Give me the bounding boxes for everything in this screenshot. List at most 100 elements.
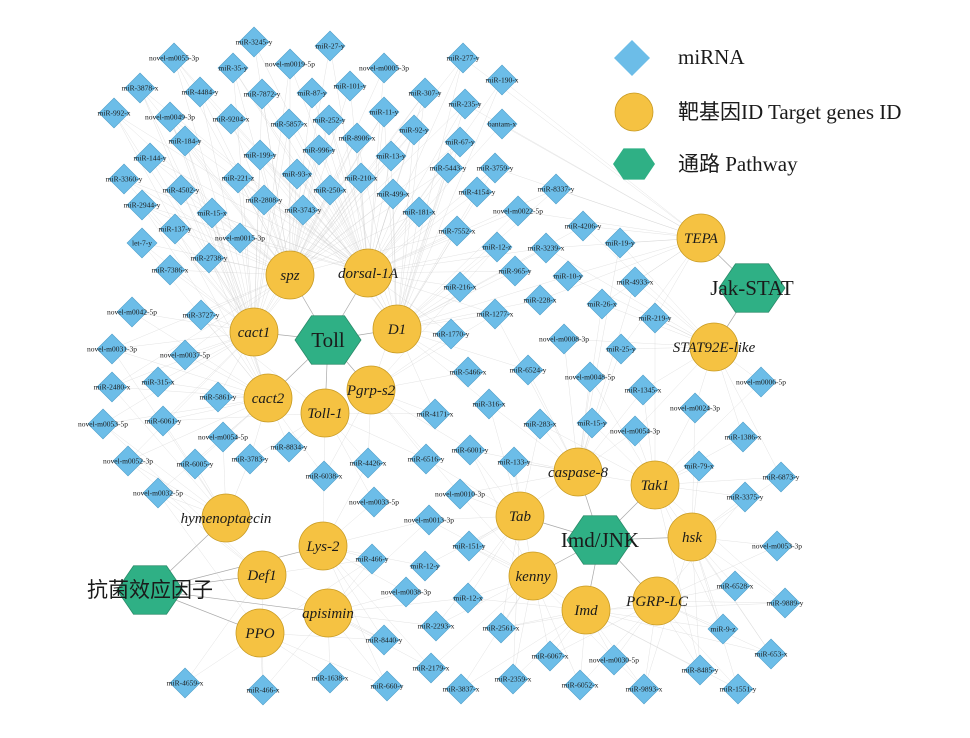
gene-node: hsk	[667, 512, 717, 562]
mirna-gene-edge	[211, 212, 369, 274]
mirna-label: miR-133-y	[498, 458, 531, 467]
mirna-gene-edge	[102, 331, 255, 425]
mirna-node: miR-3245-y	[236, 26, 273, 58]
mirna-node: miR-8485-y	[682, 654, 719, 686]
legend-hexagon-icon	[613, 148, 655, 180]
gene-circle-icon	[495, 491, 545, 541]
mirna-label: novel-m0006-5p	[736, 378, 786, 387]
mirna-node: miR-181-x	[403, 196, 436, 228]
mirna-node: miR-6528-x	[717, 570, 754, 602]
mirna-label: miR-1638-x	[312, 674, 349, 683]
pathway-node: Toll	[294, 315, 362, 365]
mirna-node: miR-1345-x	[625, 374, 662, 406]
mirna-gene-edge	[370, 167, 449, 391]
mirna-label: miR-4484-y	[182, 88, 219, 97]
mirna-diamond-icon	[345, 162, 377, 194]
mirna-node: miR-5443-y	[430, 152, 467, 184]
mirna-diamond-icon	[147, 405, 179, 437]
mirna-label: miR-1770-y	[433, 330, 470, 339]
mirna-node: novel-m0013-3p	[404, 504, 454, 536]
mirna-node: miR-12-x	[452, 582, 484, 614]
mirna-diamond-icon	[296, 77, 328, 109]
mirna-diamond-icon	[435, 318, 467, 350]
mirna-gene-edge	[184, 140, 255, 333]
mirna-gene-edge	[253, 123, 290, 333]
mirna-label: miR-5861-y	[200, 393, 237, 402]
gene-node: cact2	[243, 373, 293, 423]
mirna-node: miR-9893-x	[626, 673, 663, 705]
mirna-diamond-icon	[444, 271, 476, 303]
mirna-diamond-icon	[185, 299, 217, 331]
mirna-diamond-icon	[96, 333, 128, 365]
mirna-gene-edge	[141, 204, 291, 276]
mirna-diamond-icon	[534, 640, 566, 672]
pathway-hexagon-icon	[718, 263, 786, 313]
mirna-diamond-icon	[548, 323, 580, 355]
mirna-diamond-icon	[444, 126, 476, 158]
mirna-gene-edge	[173, 57, 255, 333]
mirna-diamond-icon	[179, 448, 211, 480]
mirna-label: novel-m0053-3p	[752, 542, 802, 551]
mirna-label: miR-221-z	[222, 174, 255, 183]
mirna-label: miR-6038-x	[306, 472, 343, 481]
mirna-diamond-icon	[445, 673, 477, 705]
mirna-label: miR-9-z	[711, 625, 737, 634]
mirna-label: miR-190-x	[486, 76, 519, 85]
mirna-gene-edge	[149, 157, 369, 274]
mirna-diamond-icon	[755, 638, 787, 670]
mirna-label: miR-6067-x	[532, 652, 569, 661]
gene-node: spz	[265, 250, 315, 300]
mirna-gene-edge	[111, 348, 269, 399]
gene-label: Def1	[246, 568, 276, 584]
gene-label: Lys-2	[306, 539, 340, 555]
mirna-node: miR-283-x	[524, 408, 557, 440]
mirna-gene-edge	[184, 140, 291, 276]
mirna-diamond-icon	[524, 284, 556, 316]
mirna-node: miR-216-x	[444, 271, 477, 303]
mirna-node: miR-92-y	[398, 114, 430, 146]
mirna-gene-edge	[162, 412, 326, 422]
mirna-gene-edge	[237, 177, 255, 333]
mirna-gene-edge	[102, 423, 227, 519]
mirna-node: miR-67-y	[444, 126, 476, 158]
mirna-node: miR-19-y	[604, 227, 636, 259]
mirna-label: miR-3878-x	[122, 84, 159, 93]
mirna-label: miR-5857-x	[271, 120, 308, 129]
mirna-label: novel-m0015-3p	[215, 234, 265, 243]
mirna-label: novel-m0048-5p	[565, 373, 615, 382]
mirna-gene-edge	[367, 270, 516, 274]
mirna-gene-edge	[654, 484, 772, 655]
mirna-node: miR-3743-y	[285, 194, 322, 226]
mirna-label: miR-1277-x	[477, 310, 514, 319]
mirna-label: miR-2480-x	[94, 383, 131, 392]
mirna-gene-edge	[113, 112, 369, 274]
mirna-diamond-icon	[371, 670, 403, 702]
mirna-gene-edge	[370, 246, 498, 391]
mirna-node: miR-6005-y	[177, 448, 214, 480]
mirna-label: miR-4206-y	[565, 222, 602, 231]
mirna-node: miR-184-y	[169, 125, 202, 157]
mirna-node: miR-1551-y	[720, 673, 757, 705]
mirna-gene-edge	[111, 386, 269, 399]
mirna-diamond-icon	[447, 42, 479, 74]
mirna-label: miR-8485-y	[682, 666, 719, 675]
mirna-diamond-icon	[368, 624, 400, 656]
mirna-label: miR-252-y	[313, 116, 346, 125]
mirna-gene-edge	[157, 492, 261, 634]
mirna-label: novel-m0013-3p	[404, 516, 454, 525]
mirna-label: miR-307-y	[409, 89, 442, 98]
mirna-label: miR-4659-x	[167, 679, 204, 688]
mirna-gene-edge	[232, 67, 291, 276]
mirna-label: novel-m0038-3p	[381, 588, 431, 597]
mirna-label: miR-3783-y	[232, 455, 269, 464]
mirna-gene-edge	[113, 112, 255, 333]
mirna-label: miR-26-x	[587, 300, 616, 309]
mirna-node: miR-79-x	[683, 450, 715, 482]
mirna-diamond-icon	[454, 434, 486, 466]
mirna-node: miR-144-y	[134, 142, 167, 174]
mirna-diamond-icon	[248, 184, 280, 216]
gene-circle-icon	[235, 608, 285, 658]
mirna-diamond-icon	[452, 582, 484, 614]
mirna-label: miR-2359-x	[495, 675, 532, 684]
mirna-node: miR-1638-x	[312, 662, 349, 694]
